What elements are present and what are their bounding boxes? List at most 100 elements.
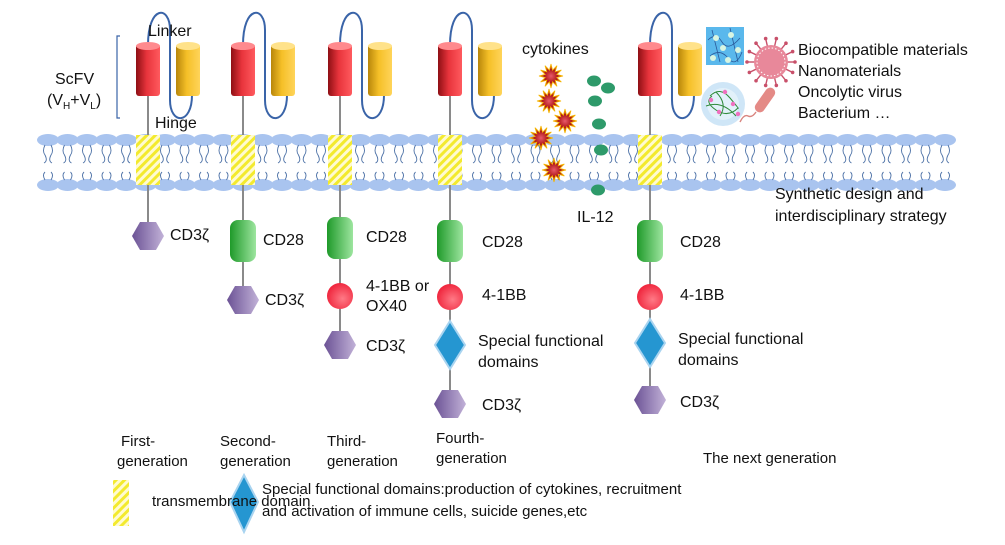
material-nano: Nanomaterials: [798, 63, 902, 80]
lipid-head: [758, 134, 781, 146]
special-functional-domain: [633, 317, 667, 369]
lipid-tail: [374, 144, 385, 181]
virus-spike-tip: [790, 70, 795, 75]
lipid-head: [719, 179, 742, 191]
lipid-head: [37, 179, 59, 191]
lipid-head: [739, 134, 761, 146]
lipid-head: [115, 134, 137, 146]
hydrogel-icon: [706, 27, 744, 65]
vh-domain-top: [638, 42, 662, 50]
lipid-head: [76, 134, 98, 146]
lipid-head: [388, 134, 410, 146]
virus-spike-tip: [747, 49, 752, 54]
lipid-head: [115, 179, 137, 191]
lipid-head: [173, 179, 196, 191]
lipid-head: [56, 179, 79, 191]
scfv-label: ScFV: [55, 71, 95, 88]
transmembrane-legend-swatch: [113, 480, 129, 526]
linker-loop: [147, 11, 193, 120]
car-construct-4: [433, 11, 502, 418]
material-biocompatible: Biocompatible materials: [798, 42, 968, 59]
lipid-tail: [706, 144, 716, 181]
vl-domain-top: [176, 42, 200, 50]
lipid-head: [37, 134, 59, 146]
lipid-tail: [62, 144, 73, 181]
lipid-head: [193, 179, 215, 191]
lipid-tail: [491, 144, 502, 181]
transmembrane-domain: [136, 135, 160, 185]
lipid-head: [173, 134, 196, 146]
vh-domain-top: [328, 42, 352, 50]
lipid-head: [739, 179, 761, 191]
next-special-label-2: domains: [678, 352, 739, 369]
lipid-tail: [667, 144, 677, 181]
lipid-head: [602, 179, 625, 191]
nanomaterial-icon: [701, 82, 745, 126]
lipid-head: [76, 179, 98, 191]
special-functional-domain: [433, 319, 467, 371]
lipid-head: [505, 179, 527, 191]
lipid-head: [700, 179, 722, 191]
lipid-head: [388, 179, 410, 191]
gen3-title: Third-generation: [327, 433, 398, 470]
lipid-head: [56, 134, 79, 146]
lipid-tail: [511, 144, 521, 181]
lipid-tail: [725, 144, 736, 181]
virus-spike-tip: [784, 78, 788, 83]
car-construct-5: [633, 11, 702, 414]
next-cd3z-label: CD3ζ: [680, 394, 720, 411]
virus-spike-tip: [793, 60, 797, 64]
next-gen-title: The next generation: [703, 450, 837, 467]
lipid-tail: [472, 144, 482, 181]
lipid-head: [524, 179, 547, 191]
legend-transmembrane-label: transmembrane domain: [152, 493, 311, 510]
lipid-tail: [394, 144, 404, 181]
cd28-domain: [437, 220, 463, 262]
virus-spike-tip: [747, 70, 752, 75]
lipid-head: [895, 179, 917, 191]
cd3z-domain: [132, 222, 164, 250]
il12-particle: [601, 82, 615, 94]
vh-domain-top: [136, 42, 160, 50]
lipid-head: [797, 179, 820, 191]
lipid-tail: [296, 144, 307, 181]
transmembrane-domain: [638, 135, 662, 185]
vl-domain: [678, 44, 702, 96]
lipid-head: [290, 134, 313, 146]
il12-particle: [587, 75, 601, 87]
vl-domain: [478, 44, 502, 96]
virus-spike-tip: [774, 83, 779, 88]
virus-spike: [765, 77, 769, 85]
linker-loop: [242, 11, 288, 120]
virus-spike: [785, 68, 793, 73]
il12-particle: [592, 118, 606, 130]
lipid-tail: [257, 144, 268, 181]
virus-capsid: [754, 45, 788, 79]
lipid-tail: [686, 144, 697, 181]
special-domain-legend-swatch: [228, 472, 260, 535]
lipid-head: [349, 179, 371, 191]
transmembrane-domain: [438, 135, 462, 185]
cd3z-domain: [227, 286, 259, 314]
vh-domain: [231, 44, 255, 96]
material-bacterium: Bacterium …: [798, 105, 891, 122]
vl-domain-top: [478, 42, 502, 50]
car-construct-1: [132, 11, 200, 250]
lipid-head: [251, 134, 274, 146]
gen4-cd3z-label: CD3ζ: [482, 397, 522, 414]
lipid-tail: [82, 144, 92, 181]
virus-membrane: [756, 47, 786, 77]
lipid-head: [700, 134, 722, 146]
lipid-head: [544, 179, 566, 191]
vl-domain: [271, 44, 295, 96]
lipid-head: [485, 134, 508, 146]
lipid-head: [856, 179, 878, 191]
gen3-cd28-label: CD28: [366, 229, 407, 246]
cd3z-domain: [434, 390, 466, 418]
virus-spike-tip: [745, 60, 749, 64]
lipid-head: [310, 134, 332, 146]
lipid-tail: [803, 144, 814, 181]
cd3z-domain: [634, 386, 666, 414]
linker-label: Linker: [148, 23, 192, 40]
lipid-tail: [569, 144, 580, 181]
